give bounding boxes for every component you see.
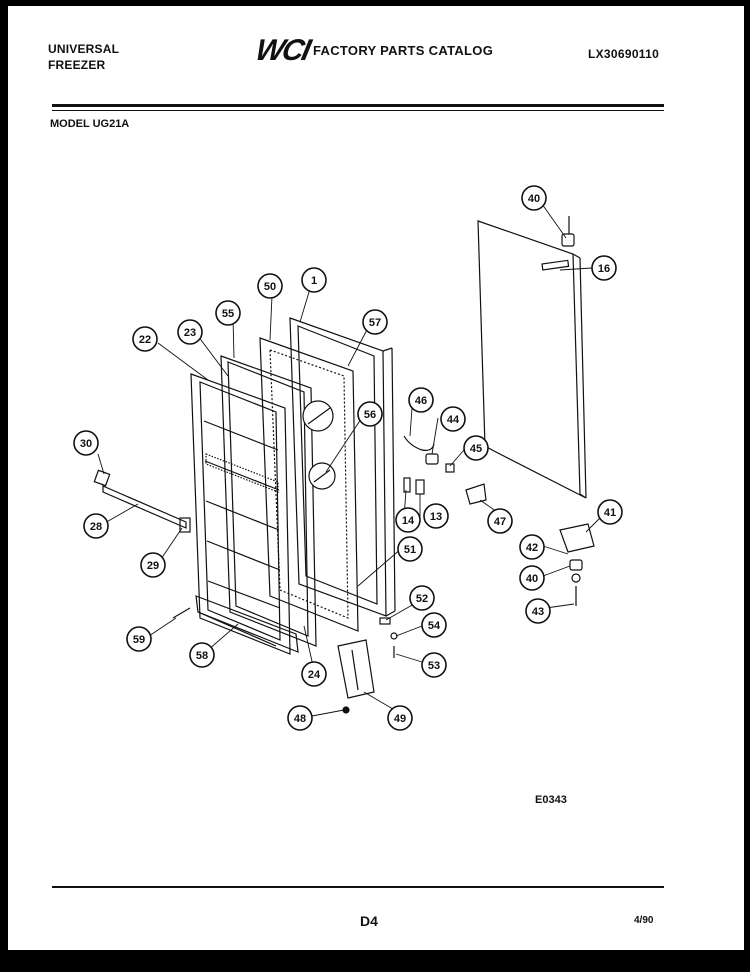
outer-door-panel [477,220,587,499]
exploded-parts-diagram: 40 16 50 1 55 57 23 22 56 46 44 45 30 14… [73,185,623,731]
svg-text:28: 28 [90,521,102,533]
callout-bubble: 13 [423,503,449,529]
catalog-number: LX30690110 [588,47,660,61]
brand-name-line2: FREEZER [48,58,106,72]
bottom-hinge [559,523,595,553]
svg-text:56: 56 [364,409,376,421]
svg-text:49: 49 [394,713,406,725]
callout-bubble: 55 [215,300,241,326]
svg-text:47: 47 [494,516,506,528]
callout-bubble: 56 [357,401,383,427]
svg-text:44: 44 [447,414,460,426]
insulation-liner [259,337,359,632]
callout-bubble: 47 [487,508,513,534]
inner-door-liner [190,373,291,655]
callout-bubble: 44 [440,406,466,432]
callout-bubble: 41 [597,499,623,525]
svg-text:1: 1 [311,275,317,287]
svg-text:42: 42 [526,542,538,554]
svg-text:55: 55 [222,308,234,320]
socket-bracket [415,479,425,495]
top-hinge-bushing [561,233,575,247]
svg-text:59: 59 [133,634,145,646]
callout-bubble: 52 [409,585,435,611]
lamp-bulb [465,483,487,505]
svg-text:16: 16 [598,263,610,275]
callout-bubble: 58 [189,642,215,668]
brand-name-line1: UNIVERSAL [48,42,120,56]
svg-text:24: 24 [308,669,321,681]
callout-bubble: 57 [362,309,388,335]
svg-text:22: 22 [139,334,151,346]
light-socket [403,477,411,493]
door-handle [541,259,570,271]
catalog-title: FACTORY PARTS CATALOG [313,43,494,58]
callout-bubble: 45 [463,435,489,461]
svg-text:40: 40 [528,193,540,205]
svg-text:46: 46 [415,395,427,407]
callout-bubble: 1 [301,267,327,293]
svg-text:48: 48 [294,713,306,725]
callout-bubble: 16 [591,255,617,281]
callout-bubble: 46 [408,387,434,413]
callout-bubble: 28 [83,513,109,539]
diagram-code: E0343 [535,794,567,806]
callout-bubble: 42 [519,534,545,560]
page-number: D4 [360,913,378,929]
svg-text:43: 43 [532,606,544,618]
door-switch [425,453,439,465]
callout-bubble: 48 [287,705,313,731]
callout-bubble: 22 [132,326,158,352]
callout-bubble: 30 [73,430,99,456]
callout-bubble: 29 [140,552,166,578]
parts-sheet: UNIVERSAL FREEZER WCI FACTORY PARTS CATA… [8,6,744,950]
callout-bubble: 59 [126,626,152,652]
kick-plate [195,595,299,653]
toe-grille [337,639,375,699]
door-gasket [220,355,317,647]
callout-bubble: 40 [519,565,545,591]
svg-text:50: 50 [264,281,276,293]
svg-text:14: 14 [402,515,415,527]
switch-bezel [445,463,455,473]
svg-text:29: 29 [147,560,159,572]
wiring-harness [403,435,435,451]
svg-text:57: 57 [369,317,381,329]
svg-text:54: 54 [428,620,441,632]
model-label: MODEL UG21A [50,118,130,130]
revision-date: 4/90 [634,915,654,926]
header-rule-thick [52,104,664,107]
hinge-bushing-bottom [569,559,583,571]
callout-bubbles: 40 16 50 1 55 57 23 22 56 46 44 45 30 14… [73,185,623,731]
callout-bubble: 54 [421,612,447,638]
callout-bubble: 14 [395,507,421,533]
svg-text:53: 53 [428,660,440,672]
callout-bubble: 51 [397,536,423,562]
door-shelf-bar [102,485,187,529]
svg-text:23: 23 [184,327,196,339]
callout-bubble: 53 [421,652,447,678]
svg-text:41: 41 [604,507,616,519]
callout-bubble: 50 [257,273,283,299]
svg-text:58: 58 [196,650,208,662]
callout-bubble: 49 [387,705,413,731]
shelf-bracket-left [93,469,111,487]
footer-rule [52,886,664,888]
svg-text:40: 40 [526,573,538,585]
callout-bubble: 40 [521,185,547,211]
svg-text:13: 13 [430,511,442,523]
callout-bubble: 43 [525,598,551,624]
svg-text:30: 30 [80,438,92,450]
shelf-bracket-right [179,517,191,533]
header-rule-thin [52,110,664,111]
callout-bubble: 23 [177,319,203,345]
svg-text:51: 51 [404,544,416,556]
svg-text:52: 52 [416,593,428,605]
callout-bubble: 24 [301,661,327,687]
svg-text:45: 45 [470,443,482,455]
